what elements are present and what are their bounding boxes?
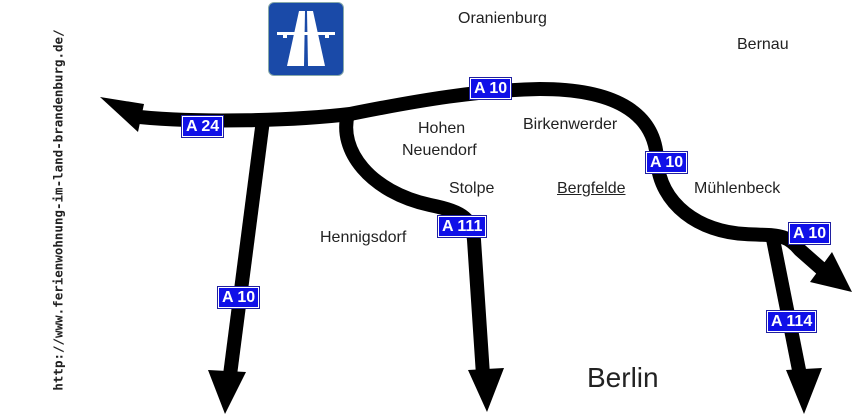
- website-url: http://www.ferienwohnung-im-land-branden…: [50, 29, 66, 391]
- shield-a10-west: A 10: [216, 286, 261, 309]
- arrow-a114: [786, 368, 822, 414]
- town-muehlenbeck: Mühlenbeck: [694, 180, 781, 197]
- arrow-a10-south: [208, 370, 246, 414]
- road-a114: [765, 232, 807, 377]
- arrow-a111: [468, 368, 504, 412]
- town-bernau: Bernau: [737, 36, 789, 53]
- town-stolpe: Stolpe: [449, 180, 495, 197]
- town-bergfelde-link[interactable]: Bergfelde: [557, 180, 626, 197]
- town-hohen: Hohen: [418, 120, 466, 137]
- shield-a10-southeast: A 10: [787, 222, 832, 245]
- shield-a10-east: A 10: [644, 151, 689, 174]
- town-hennigsdorf: Hennigsdorf: [320, 229, 407, 246]
- shield-a114: A 114: [765, 310, 818, 333]
- autobahn-sign-icon: [268, 2, 344, 76]
- town-neuendorf: Neuendorf: [402, 142, 477, 159]
- road-a10-west: [223, 119, 270, 376]
- shield-a111: A 111: [436, 215, 488, 238]
- road-a10-a24-main: [129, 82, 830, 278]
- town-birkenwerder: Birkenwerder: [523, 116, 618, 133]
- arrow-a10-east: [810, 252, 852, 292]
- city-berlin: Berlin: [587, 362, 659, 393]
- shield-a10-north: A 10: [468, 77, 513, 100]
- shield-a24: A 24: [180, 115, 225, 138]
- town-oranienburg: Oranienburg: [458, 10, 547, 27]
- arrow-a24: [100, 97, 144, 132]
